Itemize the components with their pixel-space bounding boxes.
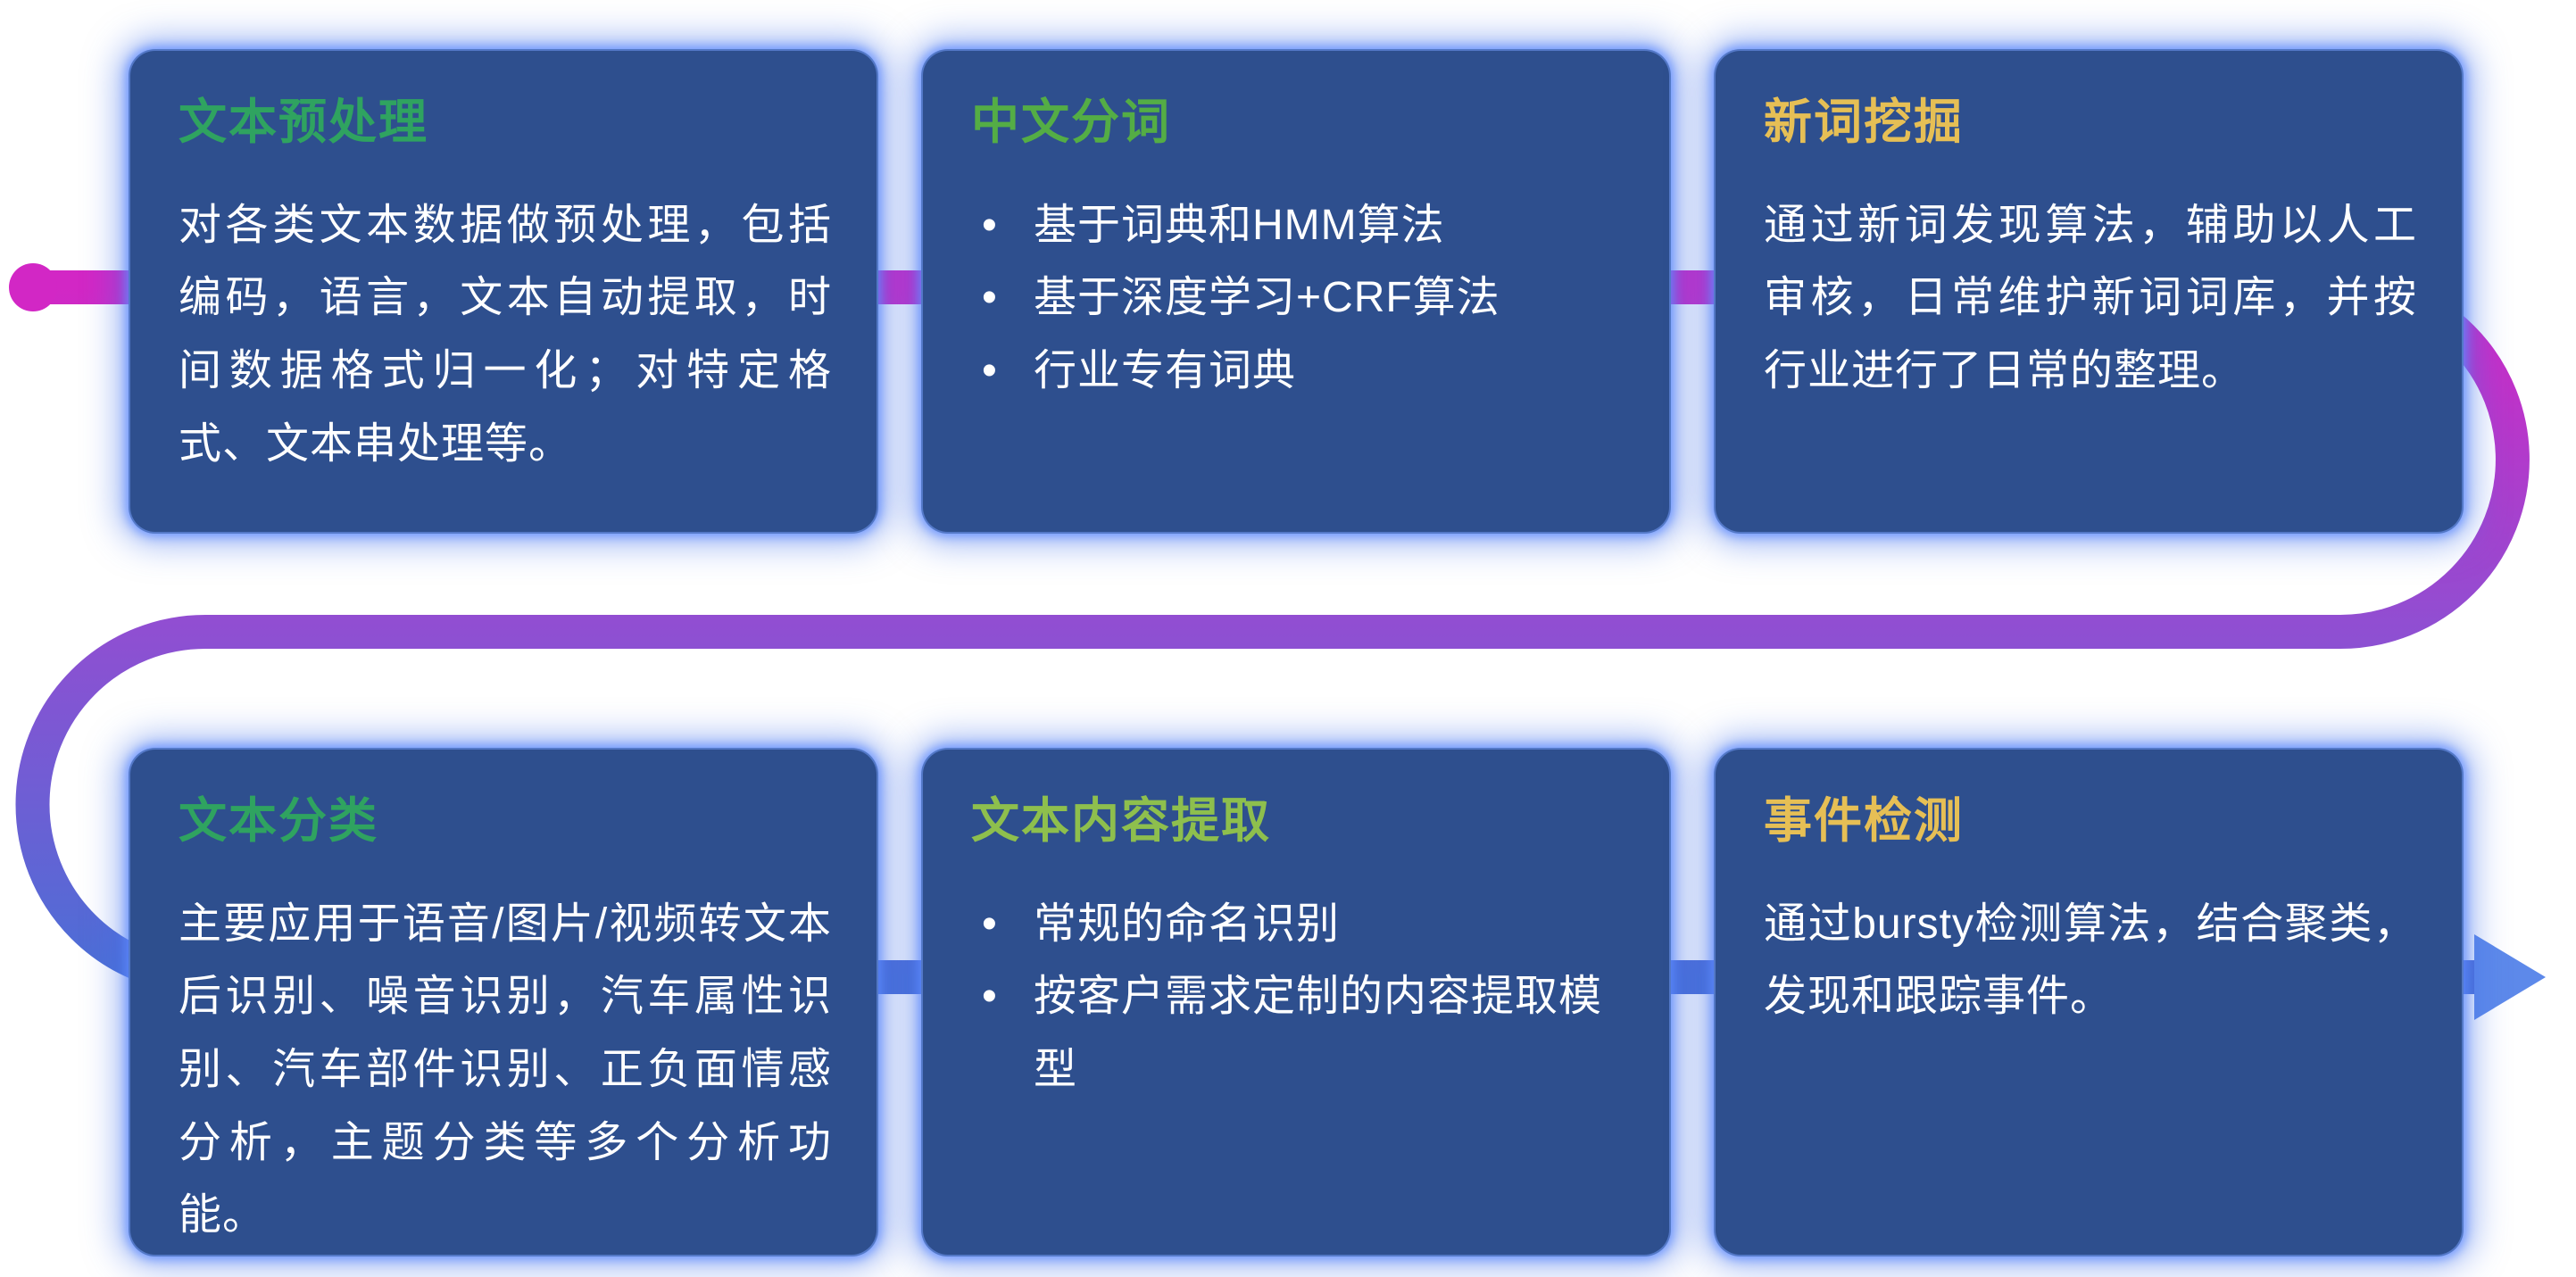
bullet-item: 基于深度学习+CRF算法 [971, 261, 1625, 335]
card-event-detection: 事件检测 通过bursty检测算法，结合聚类，发现和跟踪事件。 [1714, 748, 2464, 1256]
pipeline-path [15, 270, 2530, 994]
card-text-classification: 文本分类 主要应用于语音/图片/视频转文本后识别、噪音识别，汽车属性识别、汽车部… [129, 748, 878, 1256]
bullet-item: 按客户需求定制的内容提取模型 [971, 960, 1625, 1106]
pipeline-start-dot-icon [9, 263, 57, 311]
arrow-right-icon [2474, 934, 2546, 1020]
card-title: 文本分类 [179, 794, 378, 848]
card-title: 事件检测 [1764, 794, 1964, 848]
card-new-word-mining: 新词挖掘 通过新词发现算法，辅助以人工审核，日常维护新词词库，并按行业进行了日常… [1714, 49, 2464, 534]
card-body: 对各类文本数据做预处理，包括编码，语言，文本自动提取，时间数据格式归一化；对特定… [179, 201, 832, 468]
bullet-item: 常规的命名识别 [971, 888, 1625, 961]
bullet-item: 基于词典和HMM算法 [971, 189, 1625, 262]
card-title: 文本预处理 [179, 95, 428, 149]
bullet-list: 基于词典和HMM算法 基于深度学习+CRF算法 行业专有词典 [971, 189, 1625, 408]
card-text-preprocessing: 文本预处理 对各类文本数据做预处理，包括编码，语言，文本自动提取，时间数据格式归… [129, 49, 878, 534]
card-body: 通过新词发现算法，辅助以人工审核，日常维护新词词库，并按行业进行了日常的整理。 [1764, 201, 2417, 394]
card-text-content-extraction: 文本内容提取 常规的命名识别 按客户需求定制的内容提取模型 [921, 748, 1671, 1256]
card-title: 中文分词 [971, 95, 1171, 149]
card-chinese-word-segmentation: 中文分词 基于词典和HMM算法 基于深度学习+CRF算法 行业专有词典 [921, 49, 1671, 534]
card-body: 主要应用于语音/图片/视频转文本后识别、噪音识别，汽车属性识别、汽车部件识别、正… [179, 900, 832, 1240]
bullet-item: 行业专有词典 [971, 335, 1625, 408]
card-body: 通过bursty检测算法，结合聚类，发现和跟踪事件。 [1764, 900, 2417, 1021]
card-title: 新词挖掘 [1764, 95, 1964, 149]
bullet-list: 常规的命名识别 按客户需求定制的内容提取模型 [971, 888, 1625, 1107]
card-title: 文本内容提取 [971, 794, 1271, 848]
